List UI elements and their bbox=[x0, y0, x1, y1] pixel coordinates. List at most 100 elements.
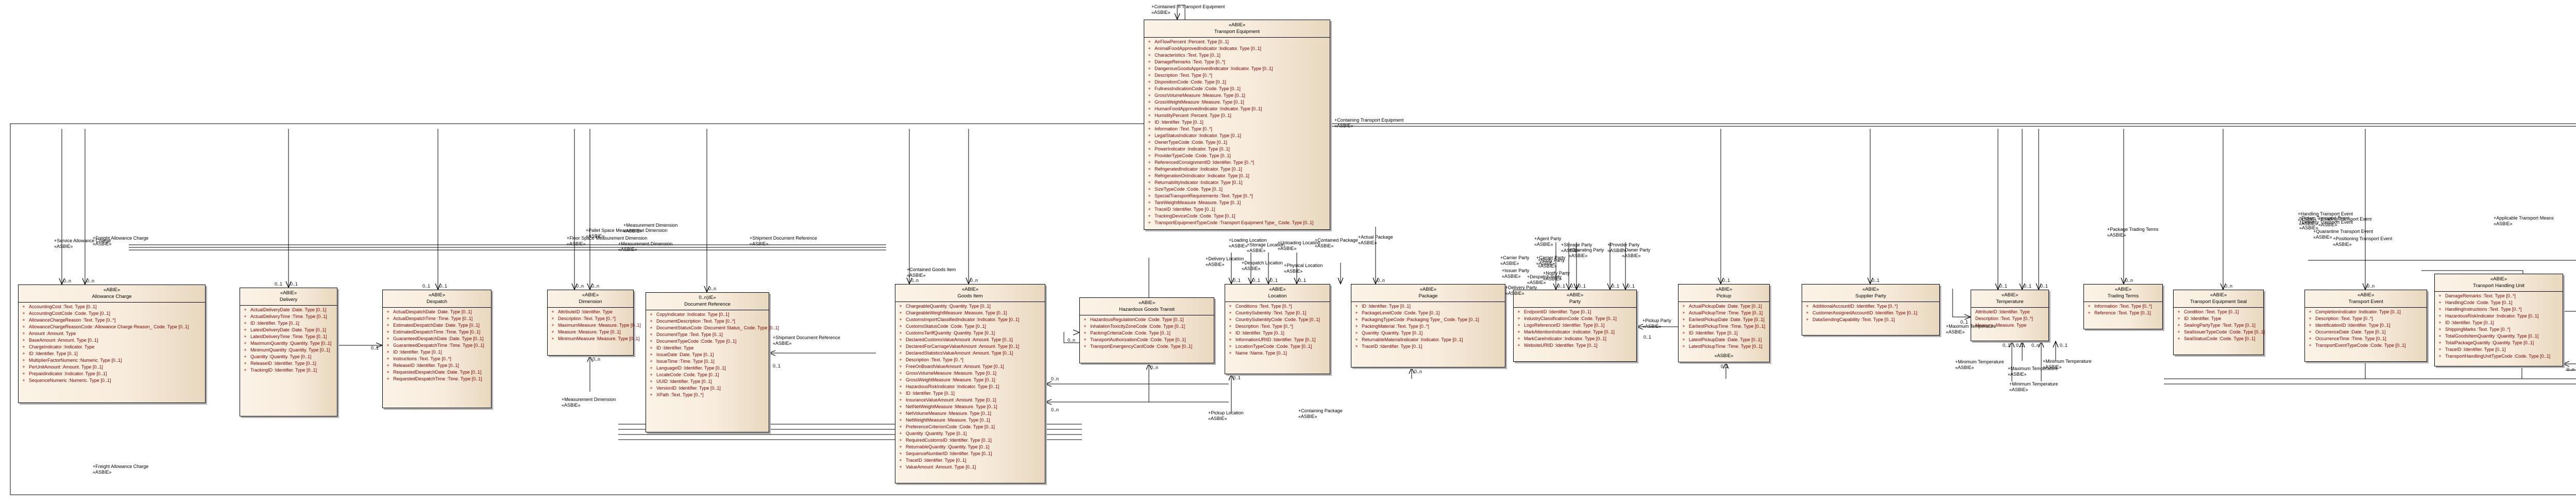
attribute-row[interactable]: +Description :Text. Type [0..*] bbox=[895, 357, 1045, 363]
attribute-row[interactable]: +AdditionalAccountID :Identifier. Type [… bbox=[1802, 303, 1939, 310]
attribute-row[interactable]: +CustomsTariffQuantity :Quantity. Type [… bbox=[895, 330, 1045, 337]
attribute-row[interactable]: +ReturnableMaterialIndicator :Indicator.… bbox=[1351, 337, 1505, 343]
attribute-row[interactable]: +LatestDeliveryTime :Time. Type [0..1] bbox=[240, 333, 337, 340]
containing-line-2[interactable] bbox=[1330, 126, 2576, 490]
attribute-row[interactable]: +EarliestPickupTime :Time. Type [0..1] bbox=[1679, 323, 1769, 330]
attribute-row[interactable]: +AccountingCostCode :Code. Type [0..1] bbox=[19, 310, 205, 317]
attribute-row[interactable]: +EstimatedDespatchTime :Time. Type [0..1… bbox=[383, 329, 491, 336]
attribute-row[interactable]: +DangerousGoodsApprovedIndicator :Indica… bbox=[1144, 65, 1330, 72]
attribute-row[interactable]: +RefrigerationOnIndicator :Indicator. Ty… bbox=[1144, 173, 1330, 179]
attribute-row[interactable]: +ID :Identifier. Type bbox=[2174, 315, 2263, 322]
attribute-row[interactable]: +ChargeIndicator :Indicator. Type bbox=[19, 344, 205, 350]
class-despatch[interactable]: «ABIE»Despatch+ActualDespatchDate :Date.… bbox=[382, 290, 492, 408]
attribute-row[interactable]: +PowerIndicator :Indicator. Type [0..1] bbox=[1144, 146, 1330, 153]
class-allowance-charge[interactable]: «ABIE»Allowance Charge+AccountingCost :T… bbox=[18, 285, 206, 403]
attribute-row[interactable]: +ID :Identifier. Type [0..1] bbox=[383, 349, 491, 356]
attribute-row[interactable]: +LegalStatusIndicator :Indicator. Type [… bbox=[1144, 132, 1330, 139]
attribute-row[interactable]: +UUID :Identifier. Type [0..1] bbox=[646, 378, 769, 385]
attribute-row[interactable]: +ID :Identifier. Type [0..1] bbox=[19, 350, 205, 357]
attribute-row[interactable]: +Information :Text. Type [0..*] bbox=[1144, 126, 1330, 132]
attribute-row[interactable]: +IssueDate :Date. Type [0..1] bbox=[646, 352, 769, 358]
attribute-row[interactable]: +TraceID :Identifier. Type [0..1] bbox=[1144, 206, 1330, 213]
attribute-row[interactable]: +CustomsStatusCode :Code. Type [0..1] bbox=[895, 323, 1045, 330]
attribute-row[interactable]: +ID :Identifier. Type [0..1] bbox=[1144, 119, 1330, 126]
attribute-row[interactable]: +RequestedDespatchDate :Date. Type [0..1… bbox=[383, 369, 491, 376]
attribute-row[interactable]: +PackingMaterial :Text. Type [0..*] bbox=[1351, 323, 1505, 330]
attribute-row[interactable]: +DocumentStatusCode :Document Status_ Co… bbox=[646, 325, 779, 331]
attribute-row[interactable]: +LatestPickupTime :Time. Type [0..1] bbox=[1679, 343, 1769, 350]
attribute-row[interactable]: +Description :Text. Type [0..*] bbox=[548, 315, 633, 322]
attribute-row[interactable]: +HumidityPercent :Percent. Type [0..1] bbox=[1144, 112, 1330, 119]
attribute-row[interactable]: +DamageRemarks :Text. Type [0..*] bbox=[2435, 293, 2563, 299]
attribute-row[interactable]: +Quantity :Quantity. Type [0..1] bbox=[895, 430, 1045, 437]
self-association-contained-in[interactable] bbox=[1177, 5, 1185, 20]
attribute-row[interactable]: +AirFlowPercent :Percent. Type [0..1] bbox=[1144, 39, 1330, 45]
class-package[interactable]: «ABIE»Package+ID :Identifier. Type [0..1… bbox=[1351, 284, 1505, 367]
attribute-row[interactable]: +PackingCriteriaCode :Code. Type [0..1] bbox=[1080, 330, 1214, 337]
attribute-row[interactable]: +PerUnitAmount :Amount. Type [0..1] bbox=[19, 364, 205, 371]
attribute-row[interactable]: +NetNetWeightMeasure :Measure. Type [0..… bbox=[895, 404, 1045, 410]
attribute-row[interactable]: +MinimumQuantity :Quantity. Type [0..1] bbox=[240, 347, 337, 354]
attribute-row[interactable]: +AccountingCost :Text. Type [0..1] bbox=[19, 304, 205, 310]
attribute-row[interactable]: +TareWeightMeasure :Measure. Type [0..1] bbox=[1144, 199, 1330, 206]
attribute-row[interactable]: +TransportEventTypeCode :Code. Type [0..… bbox=[2305, 342, 2427, 349]
attribute-row[interactable]: +TraceID :Identifier. Type [0..1] bbox=[1351, 343, 1505, 350]
attribute-row[interactable]: +WebsiteURIID :Identifier. Type [0..1] bbox=[1514, 342, 1636, 349]
attribute-row[interactable]: +Description :Text. Type [0..*] bbox=[1144, 72, 1330, 79]
attribute-row[interactable]: +RefrigeratedIndicator :Indicator. Type … bbox=[1144, 166, 1330, 173]
attribute-row[interactable]: +HumanFoodApprovedIndicator :Indicator. … bbox=[1144, 106, 1330, 112]
attribute-row[interactable]: +MaximumQuantity :Quantity. Type [0..1] bbox=[240, 340, 337, 347]
class-supplier-party[interactable]: «ABIE»Supplier Party+AdditionalAccountID… bbox=[1802, 284, 1940, 336]
attribute-row[interactable]: +CopyIndicator :Indicator. Type [0..1] bbox=[646, 311, 769, 318]
attribute-row[interactable]: +BaseAmount :Amount. Type [0..1] bbox=[19, 337, 205, 344]
class-document-reference[interactable]: 0..n)IE»Document Reference+CopyIndicator… bbox=[646, 292, 779, 432]
attribute-row[interactable]: +ID :Identifier. Type [0..1] bbox=[1351, 303, 1505, 310]
attribute-row[interactable]: +ActualDespatchTime :Time. Type [0..1] bbox=[383, 315, 491, 322]
hazard-link[interactable] bbox=[1063, 332, 1079, 343]
attribute-row[interactable]: +XPath :Text. Type [0..*] bbox=[646, 392, 769, 398]
attribute-row[interactable]: +NetVolumeMeasure :Measure. Type [0..1] bbox=[895, 410, 1045, 417]
attribute-row[interactable]: +Quantity :Quantity. Type [0..1] bbox=[240, 354, 337, 360]
attribute-row[interactable]: +FullnessIndicationCode :Code. Type [0..… bbox=[1144, 86, 1330, 92]
attribute-row[interactable]: +EarliestPickupDate :Date. Type [0..1] bbox=[1679, 316, 1769, 323]
attribute-row[interactable]: +ID :Identifier. Type [0..1] bbox=[895, 390, 1045, 397]
attribute-row[interactable]: +HandlingInstructions :Text. Type [0..*] bbox=[2435, 306, 2563, 313]
class-transport-event[interactable]: «ABIE»Transport Event+CompletionIndicato… bbox=[2304, 290, 2427, 362]
attribute-row[interactable]: +AllowanceChargeReasonCode :Allowance Ch… bbox=[19, 324, 205, 330]
attribute-row[interactable]: +ShippingMarks :Text. Type [0..*] bbox=[2435, 326, 2563, 333]
attribute-row[interactable]: +GrossVolumeMeasure :Measure. Type [0..1… bbox=[1144, 92, 1330, 99]
attribute-row[interactable]: +DocumentType :Text. Type [0..1] bbox=[646, 331, 769, 338]
attribute-row[interactable]: +MinimumMeasure :Measure. Type [0..1] bbox=[548, 336, 639, 342]
attribute-row[interactable]: +SequenceNumeric :Numeric. Type [0..1] bbox=[19, 377, 205, 384]
attribute-row[interactable]: +Condition :Text. Type [0..1] bbox=[2174, 309, 2263, 315]
attribute-row[interactable]: +ReturnableQuantity :Quantity. Type [0..… bbox=[895, 444, 1045, 450]
class-pickup[interactable]: «ABIE»Pickup+ActualPickupDate :Date. Typ… bbox=[1678, 284, 1770, 362]
attribute-row[interactable]: +RequestedDespatchTime :Time. Type [0..1… bbox=[383, 376, 491, 382]
attribute-row[interactable]: +ID :Identifier. Type bbox=[646, 345, 769, 352]
class-location[interactable]: «ABIE»Location+Conditions :Text. Type [0… bbox=[1225, 284, 1330, 374]
attribute-row[interactable]: +HazardousRiskIndicator :Indicator. Type… bbox=[2435, 313, 2563, 320]
attribute-row[interactable]: +LatestPickupDate :Date. Type [0..1] bbox=[1679, 337, 1769, 343]
attribute-row[interactable]: +CountrySubentity :Text. Type [0..1] bbox=[1225, 310, 1330, 316]
attribute-row[interactable]: +FreeOnBoardValueAmount :Amount. Type [0… bbox=[895, 363, 1045, 370]
thu-top-line[interactable] bbox=[2421, 270, 2523, 274]
attribute-row[interactable]: +DeclaredStatisticsValueAmount :Amount. … bbox=[895, 350, 1045, 357]
attribute-row[interactable]: +SequenceNumberID :Identifier. Type [0..… bbox=[895, 450, 1045, 457]
class-hazardous-goods-transit[interactable]: «ABIE»Hazardous Goods Transit+HazardousR… bbox=[1079, 297, 1214, 363]
attribute-row[interactable]: +ID :Identifier. Type [0..1] bbox=[240, 320, 337, 327]
attribute-row[interactable]: +CompletionIndicator :Indicator. Type [0… bbox=[2305, 309, 2427, 315]
attribute-row[interactable]: +ActualPickupDate :Date. Type [0..1] bbox=[1679, 303, 1769, 310]
attribute-row[interactable]: +DispositionCode :Code. Type [0..1] bbox=[1144, 79, 1330, 86]
attribute-row[interactable]: +TotalPackageQuantity :Quantity. Type [0… bbox=[2435, 340, 2563, 346]
attribute-row[interactable]: +ReleaseID :Identifier. Type [0..1] bbox=[240, 360, 337, 367]
attribute-row[interactable]: +HazardousRiskIndicator :Indicator. Type… bbox=[895, 383, 1045, 390]
attribute-row[interactable]: +HazardousRegulationCode :Code. Type [0.… bbox=[1080, 316, 1214, 323]
attribute-row[interactable]: +DeclaredForCarriageValueAmount :Amount.… bbox=[895, 343, 1045, 350]
attribute-row[interactable]: +LatestDeliveryDate :Date. Type [0..1] bbox=[240, 327, 337, 333]
attribute-row[interactable]: +Measure :Measure. Type [0..1] bbox=[548, 329, 633, 336]
attribute-row[interactable]: +Quantity :Quantity. Type [0..1] bbox=[1351, 330, 1505, 337]
attribute-row[interactable]: +EndpointID :Identifier. Type [0..1] bbox=[1514, 309, 1636, 315]
attribute-row[interactable]: +ActualDeliveryDate :Date. Type [0..1] bbox=[240, 307, 337, 313]
temperature-max-line[interactable] bbox=[1952, 289, 1971, 317]
class-delivery[interactable]: «ABIE»Delivery+ActualDeliveryDate :Date.… bbox=[240, 288, 337, 416]
